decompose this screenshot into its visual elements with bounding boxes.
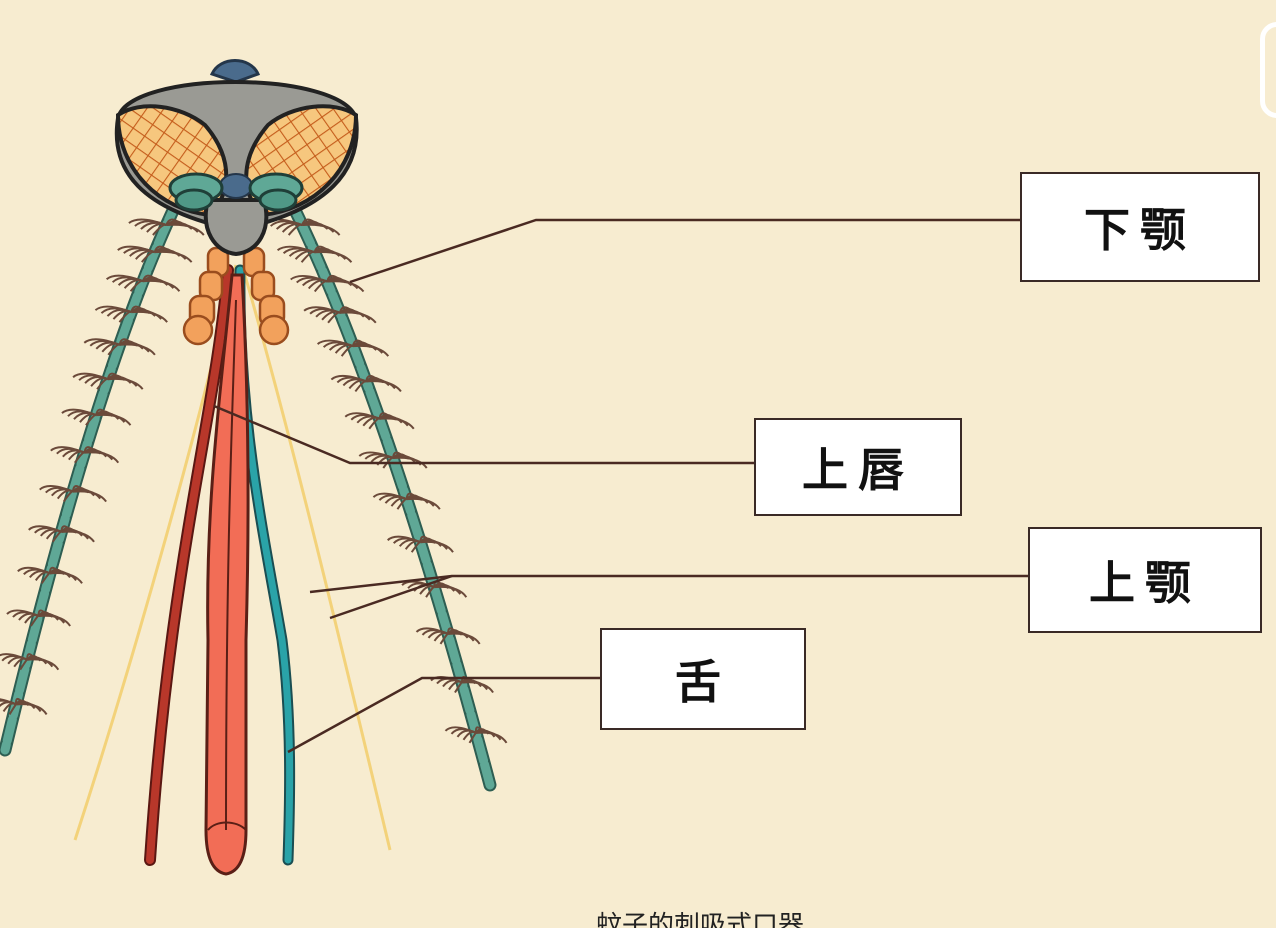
left-palp — [182, 246, 230, 346]
label-maxilla-text: 下颚 — [1084, 203, 1196, 257]
right-palp — [242, 246, 290, 346]
tongue-proboscis — [204, 273, 250, 876]
leader-lines — [213, 218, 1030, 754]
edge-overlay-icon — [1260, 22, 1276, 118]
leader-line-tongue — [287, 676, 602, 754]
label-maxilla: 下颚 — [1020, 172, 1260, 282]
leader-line-labrum — [213, 404, 756, 465]
right-antenna-socket — [248, 172, 304, 212]
labrum-stylet — [144, 264, 234, 866]
left-antenna-socket — [168, 172, 224, 212]
leader-line-maxilla — [349, 218, 1022, 284]
label-tongue-text: 舌 — [675, 655, 731, 709]
leader-line-mandible-b — [329, 574, 453, 620]
label-labrum: 上唇 — [754, 418, 962, 516]
label-labrum-text: 上唇 — [802, 443, 914, 497]
label-mandible: 上颚 — [1028, 527, 1262, 633]
label-tongue: 舌 — [600, 628, 806, 730]
video-subtitle: 蚊子的刺吸式口器 — [595, 911, 804, 928]
mosquito-head — [114, 59, 359, 257]
label-mandible-text: 上颚 — [1089, 556, 1201, 610]
left-antenna — [0, 193, 205, 757]
